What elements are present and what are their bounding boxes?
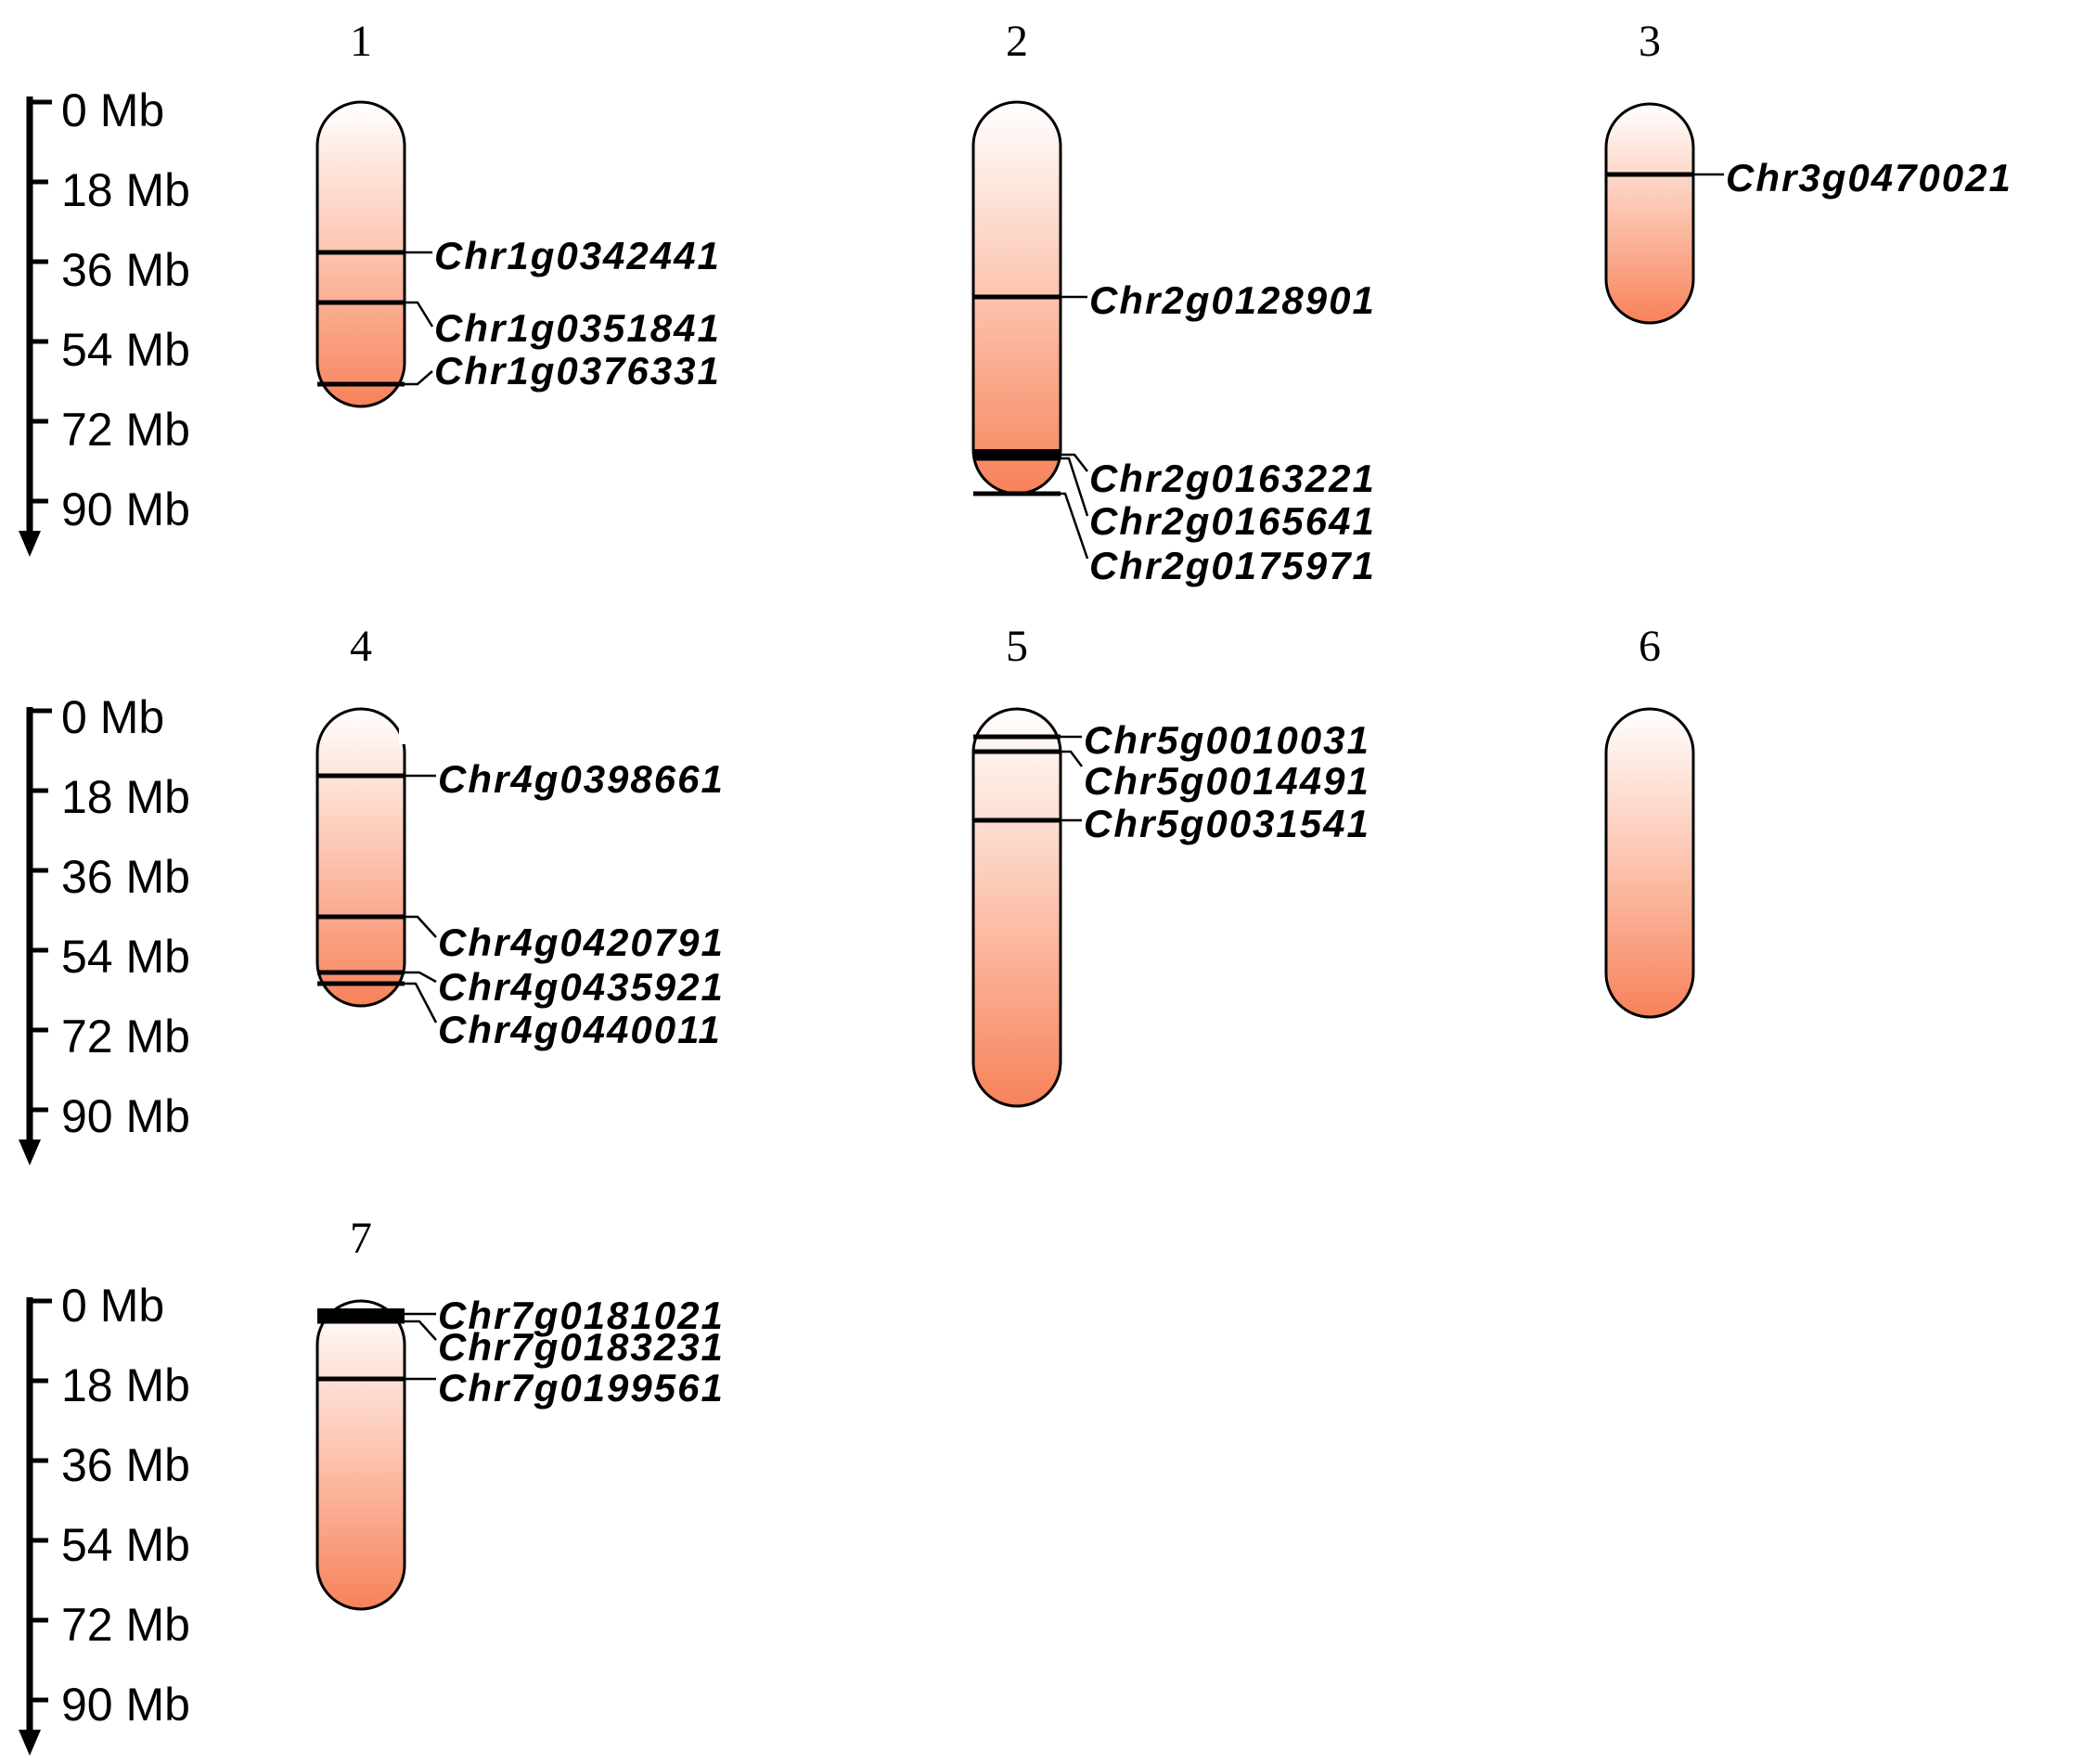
gene-label: Chr5g0010031 [1084, 718, 1370, 762]
chromosome-number: 1 [350, 17, 372, 66]
gene-label: Chr7g0181021 [438, 1294, 725, 1337]
gene-label: Chr3g0470021 [1726, 156, 2012, 200]
gene-label: Chr7g0199561 [438, 1366, 725, 1410]
scale-tick-label: 0 Mb [61, 84, 164, 136]
leader-line [405, 971, 437, 984]
scale-tick-label: 54 Mb [61, 1519, 190, 1571]
gene-label: Chr2g0175971 [1089, 544, 1376, 587]
gene-label: Chr2g0163221 [1089, 457, 1376, 500]
chromosome-body [1604, 707, 1695, 1019]
scale-tick-label: 0 Mb [61, 1280, 164, 1332]
chromosome-1: 1 Chr1g0342441 Chr1g0351841 Chr1g0376331 [315, 17, 721, 408]
leader-line [405, 915, 437, 938]
leader-line [405, 1320, 437, 1341]
chromosome-body [971, 707, 1062, 1108]
gene-label: Chr4g0440011 [438, 1008, 722, 1051]
leader-line [405, 370, 433, 386]
gene-label: Chr2g0128901 [1089, 278, 1376, 322]
scale-tick-label: 90 Mb [61, 1090, 190, 1142]
chromosome-number: 3 [1639, 17, 1661, 66]
scale-tick-label: 0 Mb [61, 691, 164, 743]
chromosome-7: 7 Chr7g0181021 Chr7g0183231 Chr7g0199561 [315, 1214, 725, 1611]
chromosome-number: 7 [350, 1214, 372, 1263]
chromosome-number: 2 [1006, 17, 1028, 66]
scale-tick-label: 54 Mb [61, 931, 190, 983]
chromosome-number: 4 [350, 622, 372, 671]
leader-line [1061, 492, 1089, 560]
chromosome-body [1604, 102, 1695, 325]
chromosome-3: 3 Chr3g0470021 [1604, 17, 2012, 325]
gene-label: Chr4g0435921 [438, 965, 725, 1009]
chromosome-number: 6 [1639, 622, 1661, 671]
scale-tick-label: 54 Mb [61, 324, 190, 376]
scale-tick-label: 18 Mb [61, 771, 190, 823]
leader-line [1061, 750, 1083, 767]
gene-label: Chr4g0398661 [438, 757, 725, 801]
gene-label: Chr2g0165641 [1089, 499, 1376, 543]
scale-tick-label: 72 Mb [61, 1011, 190, 1062]
scale-tick-label: 18 Mb [61, 1359, 190, 1411]
chromosome-6: 6 [1604, 622, 1695, 1019]
gene-label: Chr1g0376331 [434, 349, 721, 393]
gene-label: Chr1g0351841 [434, 306, 721, 350]
gene-label: Chr1g0342441 [434, 234, 721, 277]
leader-line [405, 301, 434, 328]
gene-label: Chr4g0420791 [438, 921, 725, 964]
gene-label: Chr5g0014491 [1084, 759, 1370, 803]
scale-bar: 0 Mb 18 Mb 36 Mb 54 Mb 72 Mb 90 Mb [19, 1280, 190, 1756]
chromosome-2: 2 Chr2g0128901 Chr2g0163221 Chr2g0165641… [971, 17, 1376, 587]
scale-tick-label: 18 Mb [61, 164, 190, 216]
scale-tick-label: 72 Mb [61, 1599, 190, 1651]
leader-line [1061, 453, 1088, 472]
scale-tick-label: 36 Mb [61, 1439, 190, 1491]
scale-tick-label: 90 Mb [61, 1679, 190, 1731]
leader-line [1061, 457, 1089, 517]
gene-label: Chr5g0031541 [1084, 802, 1370, 845]
chromosome-body [315, 707, 406, 1008]
scale-tick-label: 36 Mb [61, 244, 190, 296]
chromosome-number: 5 [1006, 622, 1028, 671]
scale-tick-label: 36 Mb [61, 851, 190, 903]
chromosome-4: 4 Chr4g0398661 Chr4g0420791 Chr4g0435921… [315, 622, 725, 1051]
scale-tick-label: 90 Mb [61, 483, 190, 535]
chromosome-5: 5 Chr5g0010031 Chr5g0014491 Chr5g0031541 [971, 622, 1370, 1108]
leader-line [405, 982, 438, 1024]
scale-bar: 0 Mb 18 Mb 36 Mb 54 Mb 72 Mb 90 Mb [19, 691, 190, 1165]
chromosome-body [315, 1299, 406, 1611]
scale-tick-label: 72 Mb [61, 404, 190, 456]
gene-label: Chr7g0183231 [438, 1325, 725, 1369]
scale-bar: 0 Mb 18 Mb 36 Mb 54 Mb 72 Mb 90 Mb [19, 84, 190, 557]
